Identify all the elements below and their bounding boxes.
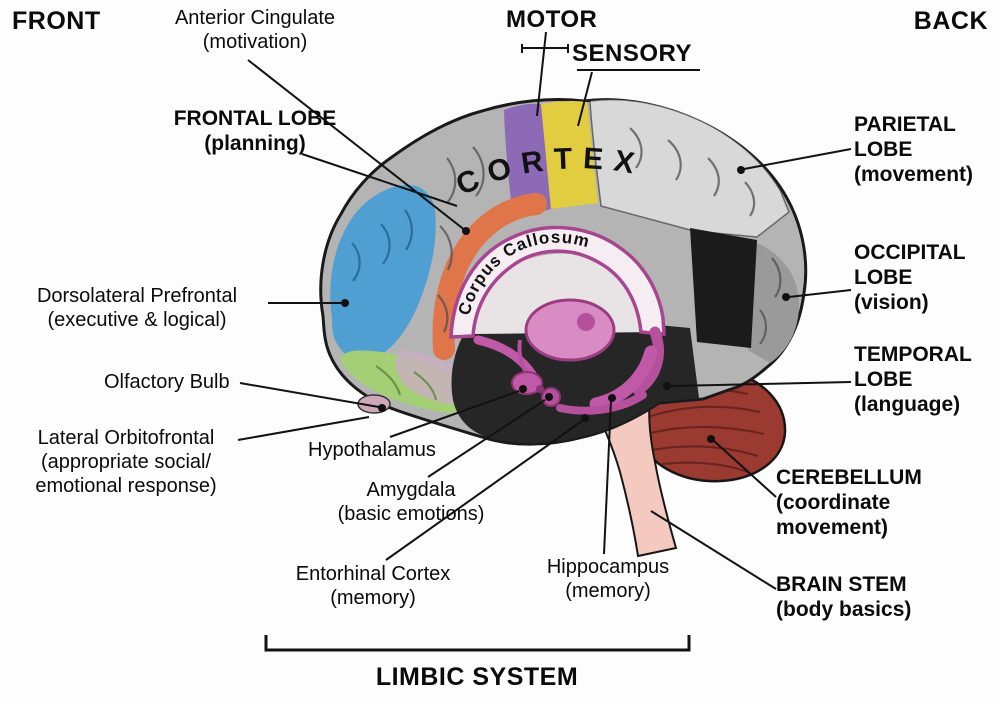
label-line: BRAIN STEM	[776, 573, 907, 596]
label-dorsolateral-prefrontal: Dorsolateral Prefrontal (executive & log…	[6, 284, 268, 332]
gyri-lines	[437, 127, 782, 345]
dorsolateral-prefrontal-region	[330, 184, 436, 360]
label-line: (vision)	[854, 291, 929, 315]
label-amygdala: Amygdala (basic emotions)	[322, 478, 500, 526]
label-hypothalamus: Hypothalamus	[308, 438, 436, 462]
label-line: (language)	[854, 393, 961, 417]
leader-lines	[237, 31, 852, 590]
entorhinal-band-shape	[556, 391, 647, 415]
label-line: (movement)	[854, 163, 974, 187]
label-limbic-system: LIMBIC SYSTEM	[327, 662, 627, 692]
label-sensory: SENSORY	[572, 40, 692, 69]
label-line: PARIETAL	[854, 113, 956, 136]
gyri-lines-blue	[351, 209, 413, 282]
label-line: (coordinate	[776, 491, 891, 515]
label-line: LOBE	[854, 266, 913, 290]
label-front: FRONT	[12, 6, 101, 36]
label-entorhinal-cortex: Entorhinal Cortex (memory)	[266, 562, 480, 610]
label-line: (memory)	[330, 587, 416, 609]
label-line: LIMBIC SYSTEM	[375, 663, 579, 691]
label-line: FRONTAL LOBE	[173, 107, 337, 130]
label-line: Anterior Cingulate	[174, 7, 336, 29]
label-line: (executive & logical)	[47, 309, 227, 331]
label-anterior-cingulate: Anterior Cingulate (motivation)	[140, 6, 370, 54]
occipital-lobe-region	[748, 242, 800, 363]
label-line: Hippocampus	[546, 556, 670, 578]
label-cerebellum: CEREBELLUM (coordinate movement)	[776, 465, 922, 541]
mammillary-body-shape	[536, 385, 544, 393]
hippocampus-shape	[589, 345, 658, 411]
label-line: Hypothalamus	[308, 439, 436, 461]
label-parietal-lobe: PARIETAL LOBE (movement)	[854, 112, 973, 188]
label-line: Dorsolateral Prefrontal	[36, 285, 238, 307]
label-line: LOBE	[854, 368, 913, 392]
label-line: (motivation)	[202, 31, 308, 53]
limbic-system-bracket	[264, 635, 691, 652]
brain-stem-shape	[587, 393, 678, 558]
thalamus-shape	[524, 298, 616, 362]
interthalamic-shape	[577, 313, 595, 331]
label-line: FRONT	[12, 7, 101, 35]
parietal-lobe-region	[589, 98, 790, 238]
label-line: TEMPORAL	[854, 343, 972, 366]
label-line: OCCIPITAL	[854, 241, 966, 264]
label-line: (memory)	[565, 580, 651, 602]
anterior-cingulate-region	[432, 193, 547, 360]
label-line: Lateral Orbitofrontal	[37, 427, 215, 449]
sensory-strip-region	[541, 100, 598, 209]
label-line: (appropriate social/	[40, 451, 212, 473]
label-line: (basic emotions)	[337, 503, 485, 525]
corpus-callosum-band	[449, 225, 666, 339]
label-line: CEREBELLUM	[776, 466, 922, 489]
label-line: (planning)	[204, 132, 306, 156]
gyri-lines-green	[375, 365, 438, 401]
label-line: movement)	[776, 516, 889, 540]
label-temporal-lobe: TEMPORAL LOBE (language)	[854, 342, 972, 418]
label-line: LOBE	[854, 138, 913, 162]
label-line: emotional response)	[35, 475, 217, 497]
label-back: BACK	[836, 6, 988, 36]
label-lateral-orbitofrontal: Lateral Orbitofrontal (appropriate socia…	[0, 426, 252, 498]
pointer-dots	[341, 166, 790, 443]
splenium-wrap-shape	[632, 326, 664, 396]
label-line: BACK	[913, 7, 988, 35]
label-frontal-lobe: FRONTAL LOBE (planning)	[150, 106, 360, 156]
label-occipital-lobe: OCCIPITAL LOBE (vision)	[854, 240, 966, 316]
label-line: Entorhinal Cortex	[295, 563, 451, 585]
occipital-wedge-region	[690, 228, 757, 348]
label-line: SENSORY	[572, 40, 692, 67]
motor-strip-region	[504, 103, 551, 212]
label-line: Amygdala	[366, 479, 456, 501]
label-motor: MOTOR	[506, 6, 597, 35]
limbic-structures	[473, 298, 664, 415]
medial-dark-region	[451, 314, 699, 444]
label-olfactory-bulb: Olfactory Bulb	[104, 370, 230, 394]
label-line: MOTOR	[506, 6, 598, 33]
label-hippocampus: Hippocampus (memory)	[524, 555, 692, 603]
label-brain-stem: BRAIN STEM (body basics)	[776, 572, 911, 622]
label-line: Olfactory Bulb	[104, 371, 230, 393]
label-line: (body basics)	[776, 598, 912, 622]
